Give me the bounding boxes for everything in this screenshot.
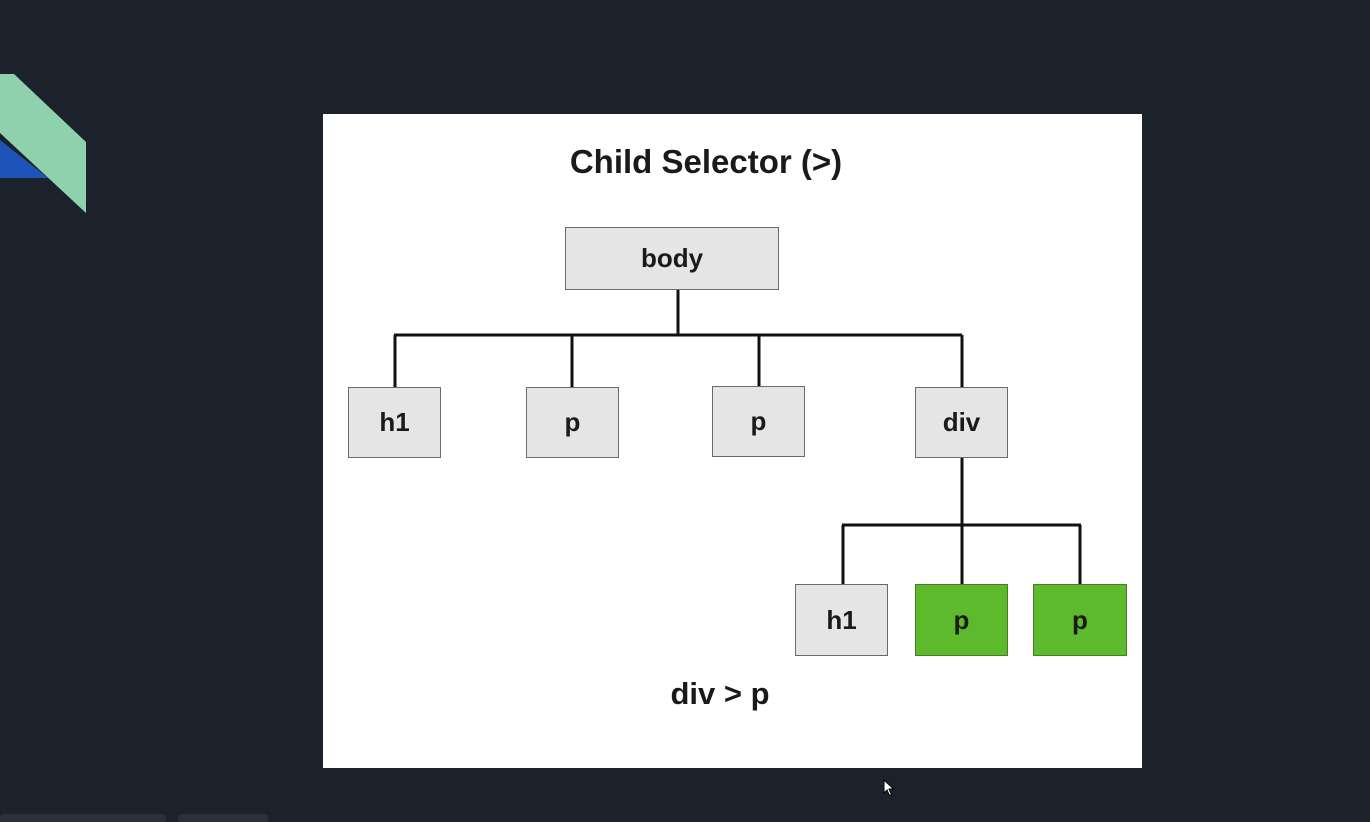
node-child-p-selected: p: [915, 584, 1008, 656]
node-p: p: [712, 386, 805, 457]
node-h1: h1: [348, 387, 441, 458]
node-body: body: [565, 227, 779, 290]
node-child-h1: h1: [795, 584, 888, 656]
node-child-p-selected: p: [1033, 584, 1127, 656]
taskbar-tab[interactable]: [0, 814, 166, 822]
taskbar-tab[interactable]: [178, 814, 268, 822]
mouse-pointer-icon: [883, 779, 895, 797]
node-p: p: [526, 387, 619, 458]
selector-label: div > p: [670, 676, 770, 711]
corner-teal-shape: [0, 74, 86, 213]
corner-decoration: [0, 74, 86, 213]
node-div: div: [915, 387, 1008, 458]
corner-blue-shape: [0, 140, 48, 178]
slide-title: Child Selector (>): [569, 143, 843, 180]
